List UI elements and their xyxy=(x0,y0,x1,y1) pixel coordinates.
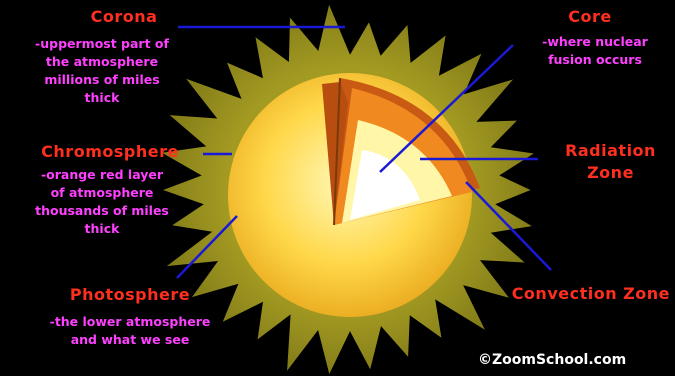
radiation-zone-label: Radiation Zone xyxy=(548,140,673,184)
chromosphere-description: -orange red layer of atmosphere thousand… xyxy=(2,166,202,238)
photosphere-label: Photosphere xyxy=(40,285,220,304)
core-description: -where nuclear fusion occurs xyxy=(520,33,670,69)
corona-description: -uppermost part of the atmosphere millio… xyxy=(2,35,202,107)
copyright-credit: ©ZoomSchool.com xyxy=(478,352,626,368)
corona-label: Corona xyxy=(52,7,196,26)
photosphere-description: -the lower atmosphere and what we see xyxy=(10,313,250,349)
chromosphere-label: Chromosphere xyxy=(20,142,200,161)
convection-zone-label: Convection Zone xyxy=(470,284,670,303)
core-label: Core xyxy=(540,7,640,26)
